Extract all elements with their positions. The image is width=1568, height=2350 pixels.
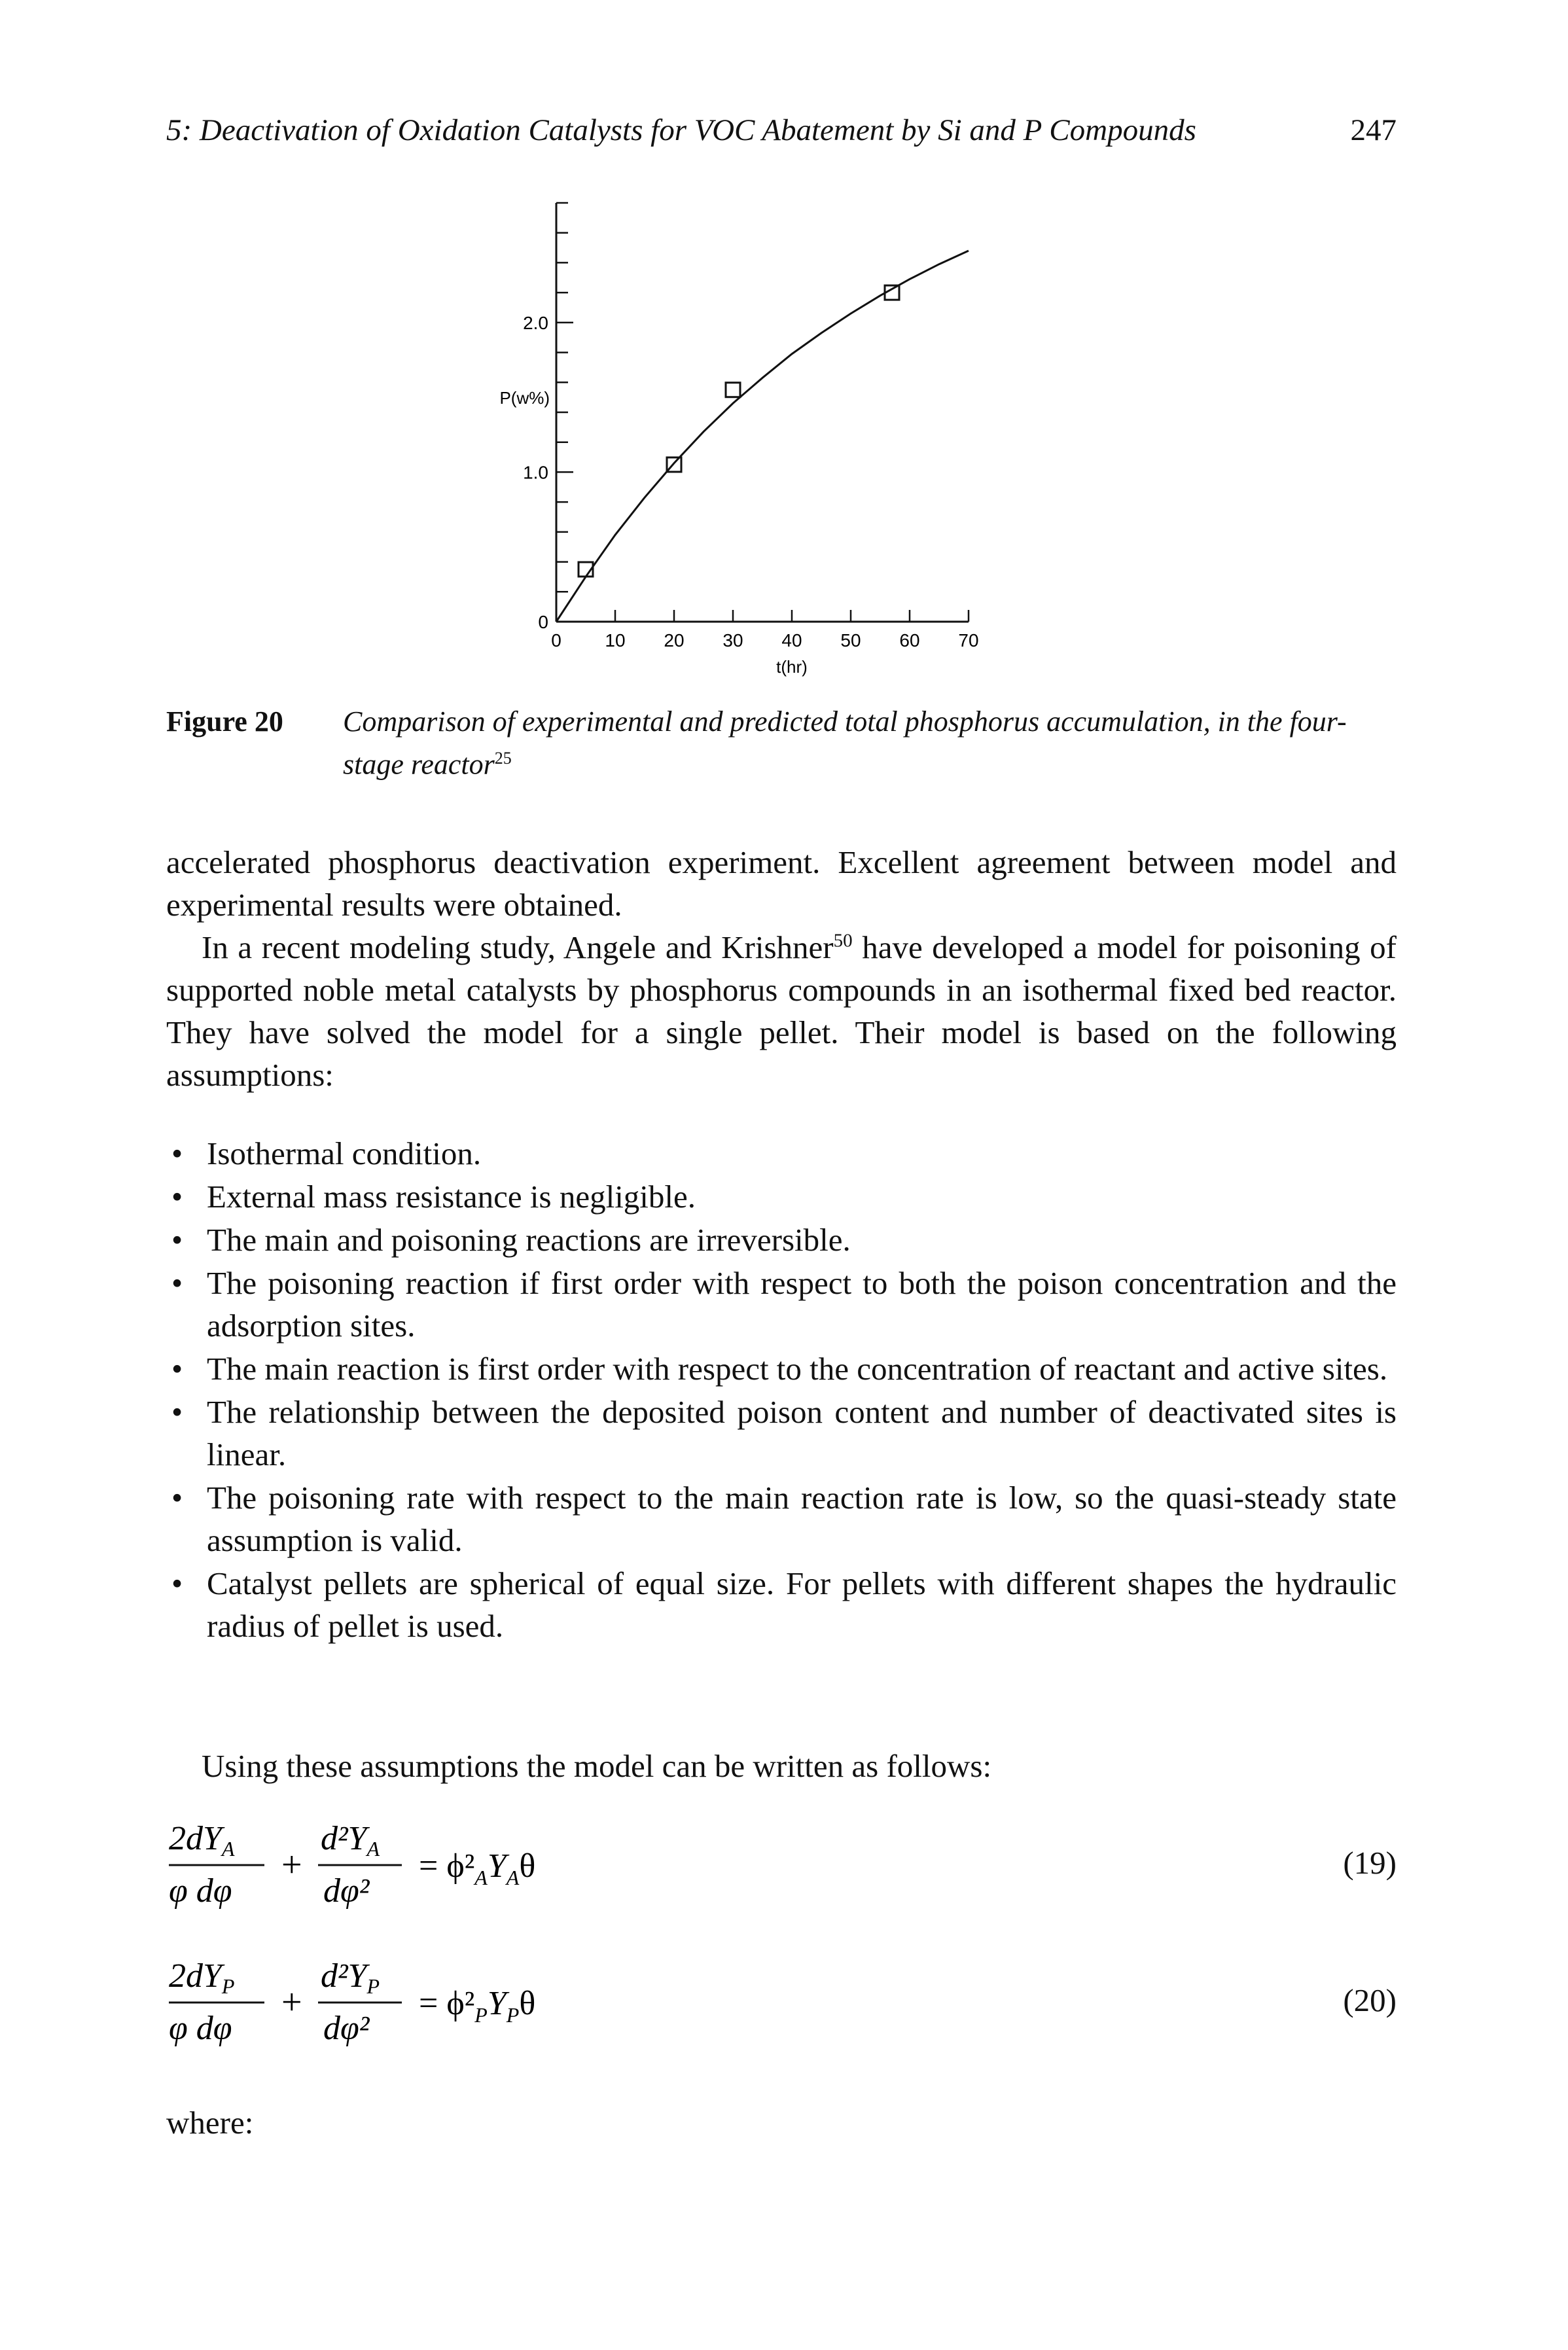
paragraph-2-reference: 50	[833, 930, 853, 952]
list-item-text: Isothermal condition.	[207, 1135, 482, 1171]
caption-body: Comparison of experimental and predicted…	[343, 705, 1347, 781]
list-item: • Catalyst pellets are spherical of equal…	[166, 1562, 1397, 1647]
list-item: • The poisoning rate with respect to the …	[166, 1476, 1397, 1561]
term-1-numerator: 2dYP	[169, 1957, 234, 1998]
term-1-denominator: φ dφ	[169, 2010, 232, 2047]
page-number: 247	[1350, 113, 1397, 147]
equation-number: (20)	[1343, 1982, 1397, 2018]
figure-20-chart: 0 1.0 2.0 0 10 20 30 40 50 60 70 P(w%) t(hr)	[499, 202, 979, 677]
list-item-text: The main and poisoning reactions are irr…	[207, 1222, 851, 1258]
paragraph-2-start: In a recent modeling study, Angele and K…	[202, 929, 834, 965]
list-item-text: Catalyst pellets are spherical of equal …	[207, 1565, 1397, 1644]
bullet-icon: •	[171, 1179, 183, 1215]
chart-plot-area: 0 1.0 2.0 0 10 20 30 40 50 60 70 P(w%) t(hr)	[499, 202, 979, 677]
list-item: • External mass resistance is negligible.	[166, 1175, 1397, 1218]
equation-number: (19)	[1343, 1845, 1397, 1881]
caption-text: Comparison of experimental and predicted…	[343, 703, 1397, 783]
plus-sign: +	[281, 1982, 302, 2023]
x-axis-label: t(hr)	[776, 657, 808, 677]
x-tick-label: 40	[781, 630, 802, 650]
equation-19: 2dYA φ dφ + d²YA dφ² = ϕ²AYAθ (19)	[166, 1813, 1397, 1924]
x-tick-label: 70	[958, 630, 978, 650]
term-1-numerator: 2dYA	[169, 1820, 235, 1860]
right-hand-side: = ϕ²PYPθ	[419, 1985, 535, 2027]
list-item-text: The main reaction is first order with re…	[207, 1351, 1388, 1387]
equation-19-math: 2dYA φ dφ + d²YA dφ² = ϕ²AYAθ	[169, 1820, 535, 1910]
x-tick-label: 0	[551, 630, 561, 650]
plus-sign: +	[281, 1845, 302, 1885]
y-axis-label: P(w%)	[499, 388, 550, 408]
running-title: 5: Deactivation of Oxidation Catalysts f…	[166, 113, 1196, 147]
where-text: where:	[166, 2105, 254, 2141]
bullet-icon: •	[171, 1565, 183, 1601]
list-item-text: The poisoning reaction if first order wi…	[207, 1265, 1397, 1344]
list-item: • The poisoning reaction if first order w…	[166, 1262, 1397, 1347]
paragraph-2-end: have developed a model for poisoning of …	[166, 929, 1397, 1093]
bullet-icon: •	[171, 1135, 183, 1171]
x-tick-label: 20	[664, 630, 684, 650]
list-item: • Isothermal condition.	[166, 1132, 1397, 1175]
paragraph-1: accelerated phosphorus deactivation expe…	[166, 844, 1397, 923]
caption-reference: 25	[494, 749, 512, 768]
x-tick-label: 50	[840, 630, 861, 650]
body-text: accelerated phosphorus deactivation expe…	[166, 841, 1397, 1096]
y-tick-label: 2.0	[523, 313, 548, 333]
list-item-text: The poisoning rate with respect to the m…	[207, 1480, 1397, 1558]
data-point-square	[724, 382, 741, 399]
list-item: • The main reaction is first order with r…	[166, 1347, 1397, 1390]
term-2-denominator: dφ²	[323, 2010, 370, 2047]
bullet-icon: •	[171, 1351, 183, 1387]
x-tick-label: 30	[722, 630, 743, 650]
term-2-numerator: d²YA	[321, 1820, 380, 1860]
paragraph-2: In a recent modeling study, Angele and K…	[166, 926, 1397, 1096]
x-tick-label: 10	[605, 630, 625, 650]
bullet-icon: •	[171, 1265, 183, 1301]
bullet-icon: •	[171, 1394, 183, 1430]
figure-label: Figure 20	[166, 705, 283, 738]
list-item-text: External mass resistance is negligible.	[207, 1179, 696, 1215]
right-hand-side: = ϕ²AYAθ	[419, 1847, 535, 1889]
bullet-icon: •	[171, 1222, 183, 1258]
model-intro-text: Using these assumptions the model can be…	[202, 1748, 992, 1784]
model-curve	[555, 249, 969, 622]
list-item: • The relationship between the deposited …	[166, 1391, 1397, 1476]
term-1-denominator: φ dφ	[169, 1872, 232, 1910]
bullet-icon: •	[171, 1480, 183, 1516]
list-item: • The main and poisoning reactions are ir…	[166, 1219, 1397, 1261]
equation-20: 2dYP φ dφ + d²YP dφ² = ϕ²PYPθ (20)	[166, 1950, 1397, 2061]
list-item-text: The relationship between the deposited p…	[207, 1394, 1397, 1472]
y-tick-label: 1.0	[523, 462, 548, 482]
assumption-list: • Isothermal condition. • External mass re…	[166, 1132, 1397, 1648]
x-tick-label: 60	[899, 630, 919, 650]
y-tick-label: 0	[538, 612, 548, 632]
term-2-denominator: dφ²	[323, 1872, 370, 1910]
running-header: 5: Deactivation of Oxidation Catalysts f…	[166, 113, 1397, 165]
term-2-numerator: d²YP	[321, 1957, 380, 1998]
equation-20-math: 2dYP φ dφ + d²YP dφ² = ϕ²PYPθ	[169, 1957, 535, 2047]
